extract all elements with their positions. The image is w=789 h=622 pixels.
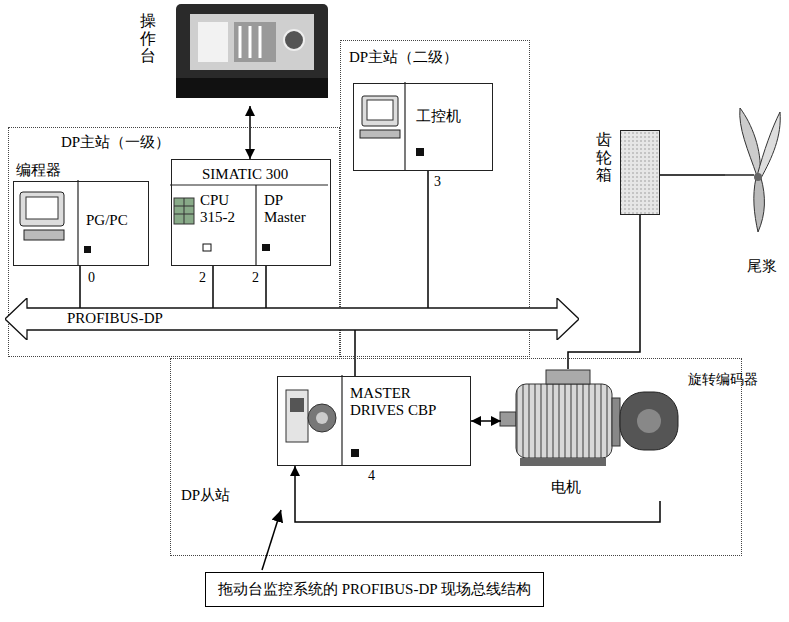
node-text: DP主站（一级） xyxy=(61,134,170,151)
connector xyxy=(354,330,356,376)
plc-details xyxy=(170,185,328,265)
connector xyxy=(212,266,214,308)
programmer-box: 编程器PG/PC xyxy=(13,181,149,266)
caption-pointer xyxy=(262,510,281,570)
ipc-icon xyxy=(360,82,424,170)
station-number: 4 xyxy=(368,468,375,483)
connector xyxy=(471,420,501,422)
fieldbus: PROFIBUS-DP xyxy=(5,298,579,340)
plc-box: SIMATIC 300CPU 315-2 DP Master xyxy=(171,159,331,266)
connector xyxy=(568,215,640,369)
bus-band xyxy=(5,298,579,340)
operator-console: 操作台 xyxy=(170,2,330,106)
part-label: 旋转编码器 xyxy=(688,372,702,387)
gearbox-fill xyxy=(621,131,659,214)
node-text: PROFIBUS-DP xyxy=(67,310,163,327)
station-number: 3 xyxy=(434,174,441,189)
node-text: DP从站 xyxy=(181,487,230,504)
station-number: 2 xyxy=(199,270,206,285)
connector xyxy=(427,171,429,308)
node-text: 工控机 xyxy=(416,108,461,125)
node-text: 电机 xyxy=(551,479,581,496)
caption: 拖动台监控系统的 PROFIBUS-DP 现场总线结构 xyxy=(205,572,544,607)
node-text: DP Master xyxy=(264,192,326,227)
vertical-label: 齿轮箱 xyxy=(596,131,612,184)
node-text: DP主站（二级） xyxy=(349,49,458,66)
station-number: 2 xyxy=(252,270,259,285)
drive-box: MASTER DRIVES CBP xyxy=(277,376,471,466)
node-text: 编程器 xyxy=(16,162,61,179)
connector xyxy=(249,106,251,159)
gearbox: 齿轮箱 xyxy=(620,130,660,215)
node-text: 尾浆 xyxy=(747,258,777,275)
tail-rotor: 尾浆 xyxy=(725,100,785,282)
console-picture xyxy=(176,4,328,98)
node-text: MASTER DRIVES CBP xyxy=(350,385,460,420)
connector xyxy=(660,174,725,176)
station-number: 0 xyxy=(88,270,95,285)
propeller-picture xyxy=(725,108,780,232)
connector xyxy=(265,266,267,308)
connector xyxy=(295,466,660,522)
ipc-box: 工控机 xyxy=(353,83,493,171)
motor-picture xyxy=(500,370,678,466)
motor: 电机 xyxy=(501,369,681,501)
slave-region: MASTER DRIVES CBP 电机 DP从站 xyxy=(170,358,742,556)
node-text: CPU 315-2 xyxy=(200,192,252,227)
pc-icon xyxy=(20,180,91,265)
connector xyxy=(79,266,81,308)
node-text: SIMATIC 300 xyxy=(202,166,288,183)
node-text: PG/PC xyxy=(86,212,128,229)
drive-icon xyxy=(286,375,359,465)
vertical-label: 操作台 xyxy=(140,12,156,65)
